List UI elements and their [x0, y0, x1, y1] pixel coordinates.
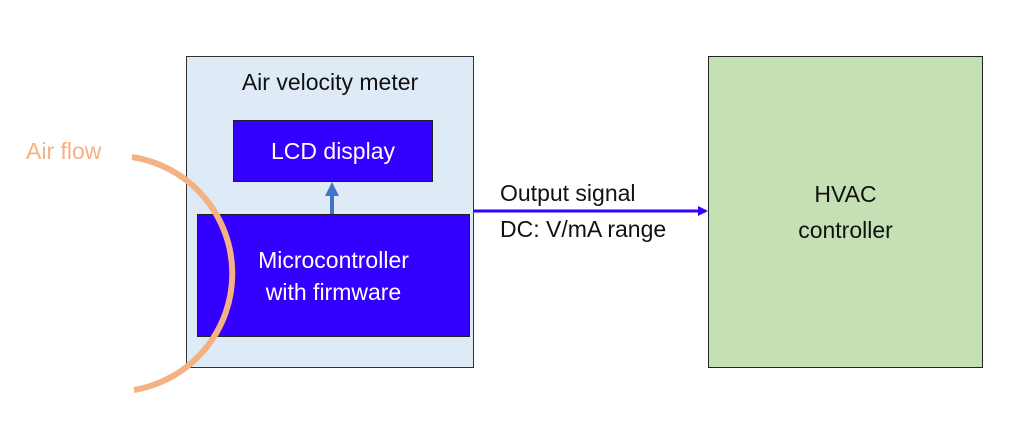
output-range-label: DC: V/mA range [500, 216, 667, 242]
microcontroller-label-line2: with firmware [265, 278, 402, 305]
microcontroller-label-line1: Microcontroller [258, 246, 409, 273]
hvac-label-line2: controller [798, 217, 893, 243]
hvac-label-line1: HVAC [814, 181, 877, 207]
lcd-display-box: LCD display [233, 120, 433, 182]
lcd-display-label: LCD display [271, 137, 395, 164]
meter-title: Air velocity meter [241, 69, 419, 95]
airflow-arc [131, 154, 236, 393]
hvac-controller-box: HVAC controller [708, 56, 983, 368]
airflow-label: Air flow [26, 138, 102, 164]
micro-to-lcd-arrowhead [325, 182, 339, 196]
microcontroller-box: Microcontroller with firmware [197, 214, 470, 337]
output-signal-label: Output signal [500, 180, 636, 206]
